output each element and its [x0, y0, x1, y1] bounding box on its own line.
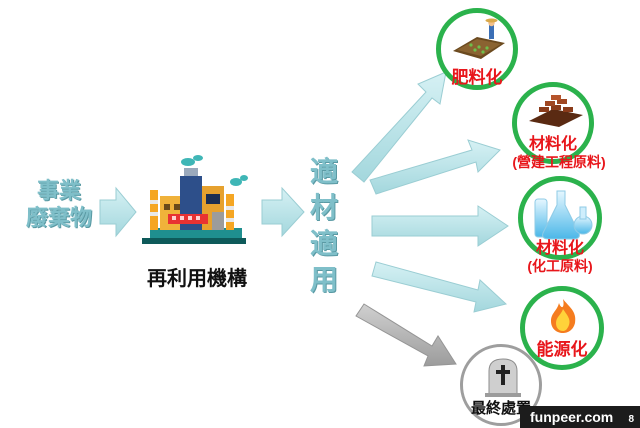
- disposal-label: 最終處置: [470, 400, 531, 417]
- arrow-source-to-facility: [99, 186, 137, 238]
- source-label-line1: 事業: [36, 178, 81, 203]
- brand-text: funpeer.com: [530, 409, 614, 425]
- adapt-label-char2: 材: [309, 192, 338, 223]
- adapt-label-char4: 用: [309, 264, 338, 295]
- brick-icon: [529, 95, 583, 127]
- chemical-circle: [518, 176, 602, 260]
- arrow-facility-to-adapt: [261, 186, 305, 238]
- tombstone-icon: [485, 358, 521, 397]
- arrow-to-building: [369, 139, 501, 195]
- energy-circle: 能源化: [520, 286, 604, 370]
- chemical-title: 材料化: [535, 240, 584, 257]
- building-material-title: 材料化: [528, 136, 577, 153]
- adapt-label-char3: 適: [309, 228, 338, 259]
- arrow-to-chemical: [371, 205, 509, 247]
- chemical-sub: (化工原料): [527, 258, 593, 274]
- fertilizer-label: 肥料化: [451, 68, 503, 87]
- page-number: 8: [628, 414, 634, 425]
- farm-icon: [453, 18, 505, 59]
- fertilizer-circle: 肥料化: [436, 8, 518, 90]
- building-material-sub: (營建工程原料): [512, 154, 606, 170]
- facility-label: 再利用機構: [147, 268, 247, 290]
- adapt-label: 適 材 適 用: [304, 154, 344, 298]
- arrow-to-fertilizer: [351, 71, 447, 183]
- factory-icon: [142, 155, 248, 244]
- energy-label: 能源化: [536, 340, 588, 359]
- brand-watermark: funpeer.com: [520, 406, 640, 428]
- flask-icon: [534, 190, 593, 240]
- adapt-label-char1: 適: [309, 156, 338, 187]
- building-material-circle: [512, 82, 594, 164]
- source-label-line2: 廢棄物: [25, 205, 92, 230]
- arrow-to-disposal: [355, 303, 457, 367]
- arrow-to-energy: [371, 261, 508, 313]
- disposal-circle: 最終處置: [460, 344, 542, 426]
- source-label: 事業 廢棄物: [20, 177, 98, 231]
- fire-icon: [551, 299, 576, 333]
